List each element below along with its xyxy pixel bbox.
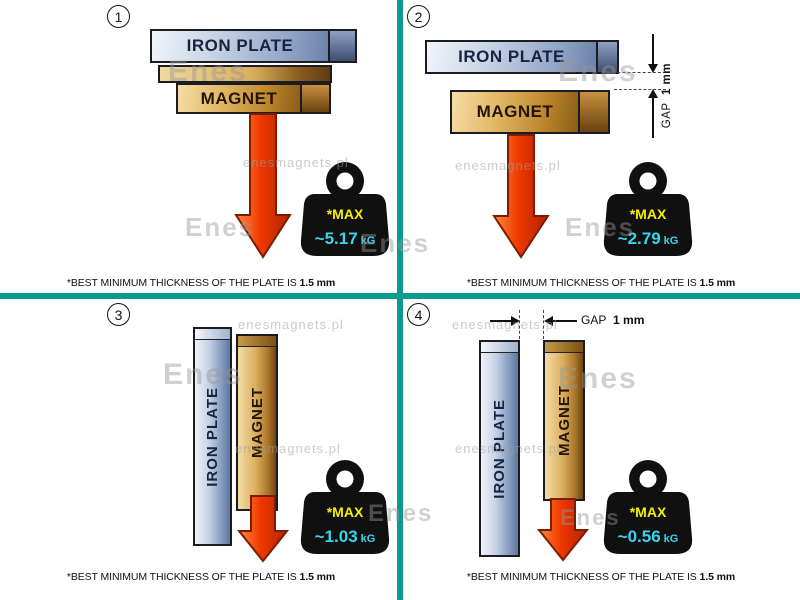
footnote: *BEST MINIMUM THICKNESS OF THE PLATE IS …	[410, 277, 792, 289]
gap-label: GAP 1 mm	[661, 63, 673, 129]
iron-plate-label: IRON PLATE	[186, 36, 294, 55]
gap-leader-line	[543, 310, 544, 339]
gap-leader-line	[602, 72, 666, 73]
footnote: *BEST MINIMUM THICKNESS OF THE PLATE IS …	[410, 571, 792, 583]
pull-arrow-icon	[237, 495, 289, 563]
gap-arrow-left-icon	[544, 316, 553, 326]
gap-dimension-line	[553, 320, 577, 322]
iron-plate-label: IRON PLATE	[458, 47, 565, 66]
magnet-label: MAGNET	[248, 387, 266, 458]
gap-dimension-line	[652, 34, 654, 65]
iron-plate-end-face	[330, 29, 357, 63]
iron-plate-label: IRON PLATE	[491, 398, 508, 499]
magnet-label: MAGNET	[200, 88, 278, 108]
panel-1-number: 1	[107, 5, 130, 28]
footnote-bold: 1.5 mm	[699, 571, 736, 583]
gap-label: GAP 1 mm	[581, 313, 645, 327]
magnet-top-face	[545, 342, 583, 353]
magnet-label: MAGNET	[476, 102, 554, 121]
footnote-text: *BEST MINIMUM THICKNESS OF THE PLATE IS	[466, 277, 697, 289]
magnet: MAGNET	[236, 334, 278, 511]
gap-arrow-up-icon	[648, 89, 658, 98]
max-label: *MAX	[630, 206, 667, 222]
gap-arrow-right-icon	[511, 316, 520, 326]
iron-plate: IRON PLATE	[479, 340, 520, 557]
iron-plate-label: IRON PLATE	[204, 386, 221, 487]
magnet: MAGNET	[176, 83, 302, 114]
footnote: *BEST MINIMUM THICKNESS OF THE PLATE IS …	[10, 571, 392, 583]
footnote-bold: 1.5 mm	[299, 277, 336, 289]
magnet-end-face	[580, 90, 610, 134]
pull-arrow-icon	[492, 134, 550, 259]
magnet-label: MAGNET	[555, 385, 573, 456]
magnet: MAGNET	[450, 90, 580, 134]
iron-plate-end-face	[598, 40, 619, 74]
footnote-text: *BEST MINIMUM THICKNESS OF THE PLATE IS	[66, 571, 297, 583]
max-label: *MAX	[630, 504, 667, 520]
iron-plate: IRON PLATE	[425, 40, 598, 74]
gap-dimension-line	[652, 98, 654, 138]
divider-horizontal	[0, 293, 800, 299]
magnet: MAGNET	[543, 340, 585, 501]
footnote-text: *BEST MINIMUM THICKNESS OF THE PLATE IS	[466, 571, 697, 583]
footnote: *BEST MINIMUM THICKNESS OF THE PLATE IS …	[10, 277, 392, 289]
magnet-end-face	[302, 83, 331, 114]
watermark-text: enesmagnets.pl	[238, 317, 344, 332]
magnet-top-face	[158, 65, 332, 83]
gap-dimension-line	[490, 320, 511, 322]
panel-4-number: 4	[407, 303, 430, 326]
gap-leader-line	[614, 89, 666, 90]
panel-2-number: 2	[407, 5, 430, 28]
pull-arrow-icon	[537, 498, 589, 562]
iron-plate-top-face	[481, 342, 518, 353]
max-label: *MAX	[327, 206, 364, 222]
iron-plate: IRON PLATE	[150, 29, 330, 63]
footnote-text: *BEST MINIMUM THICKNESS OF THE PLATE IS	[66, 277, 297, 289]
magnet-top-face	[238, 336, 276, 347]
iron-plate: IRON PLATE	[193, 327, 232, 546]
iron-plate-top-face	[195, 329, 230, 340]
panel-3-number: 3	[107, 303, 130, 326]
pull-arrow-icon	[234, 113, 292, 259]
divider-vertical	[397, 0, 403, 600]
max-label: *MAX	[327, 504, 364, 520]
gap-arrow-down-icon	[648, 64, 658, 73]
footnote-bold: 1.5 mm	[299, 571, 336, 583]
footnote-bold: 1.5 mm	[699, 277, 736, 289]
